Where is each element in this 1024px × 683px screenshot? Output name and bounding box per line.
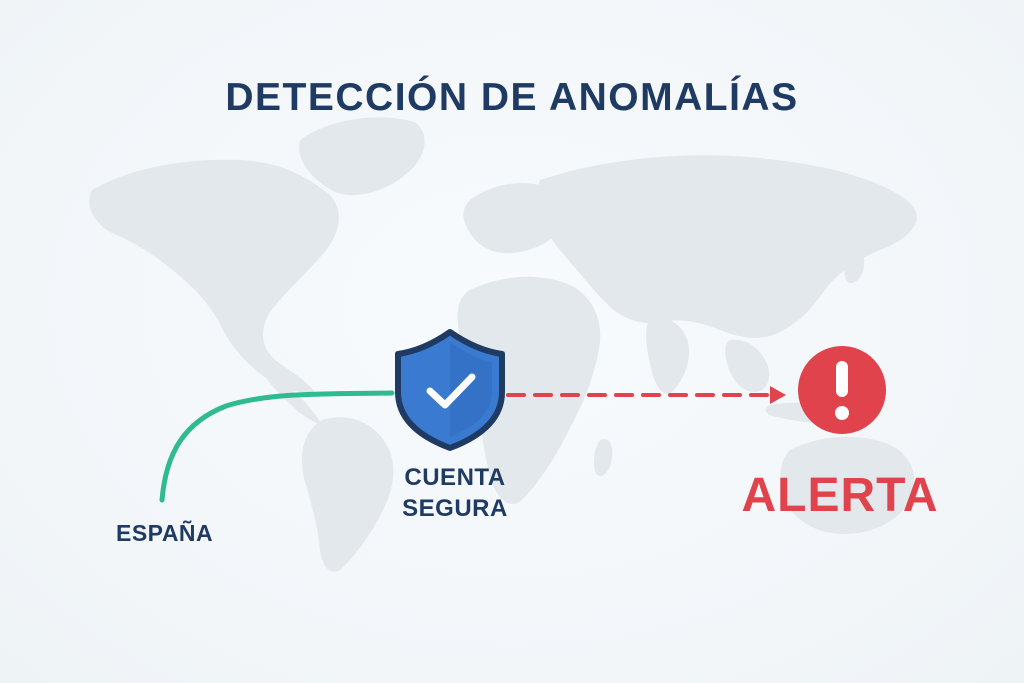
exclamation-circle-icon xyxy=(798,346,886,434)
shield-check-icon xyxy=(395,329,505,451)
map-africa xyxy=(457,276,601,504)
map-south-america xyxy=(301,417,394,572)
map-asia xyxy=(536,155,917,338)
diagram-title: DETECCIÓN DE ANOMALÍAS xyxy=(225,76,799,120)
secure-account-label-line-2: SEGURA xyxy=(402,495,508,522)
secure-connection-path xyxy=(159,390,395,503)
map-southeast-asia xyxy=(725,339,770,392)
map-madagascar xyxy=(593,438,613,477)
map-india xyxy=(646,317,690,394)
arrow-head-icon xyxy=(770,386,786,404)
secure-account-label: CUENTA SEGURA xyxy=(380,462,530,524)
origin-label: ESPAÑA xyxy=(116,520,214,546)
secure-account-label-line-1: CUENTA xyxy=(404,464,506,491)
map-australia xyxy=(780,436,915,534)
map-north-america xyxy=(89,159,339,393)
map-japan xyxy=(844,248,865,284)
alert-label: ALERTA xyxy=(741,469,939,522)
map-greenland xyxy=(299,117,425,196)
